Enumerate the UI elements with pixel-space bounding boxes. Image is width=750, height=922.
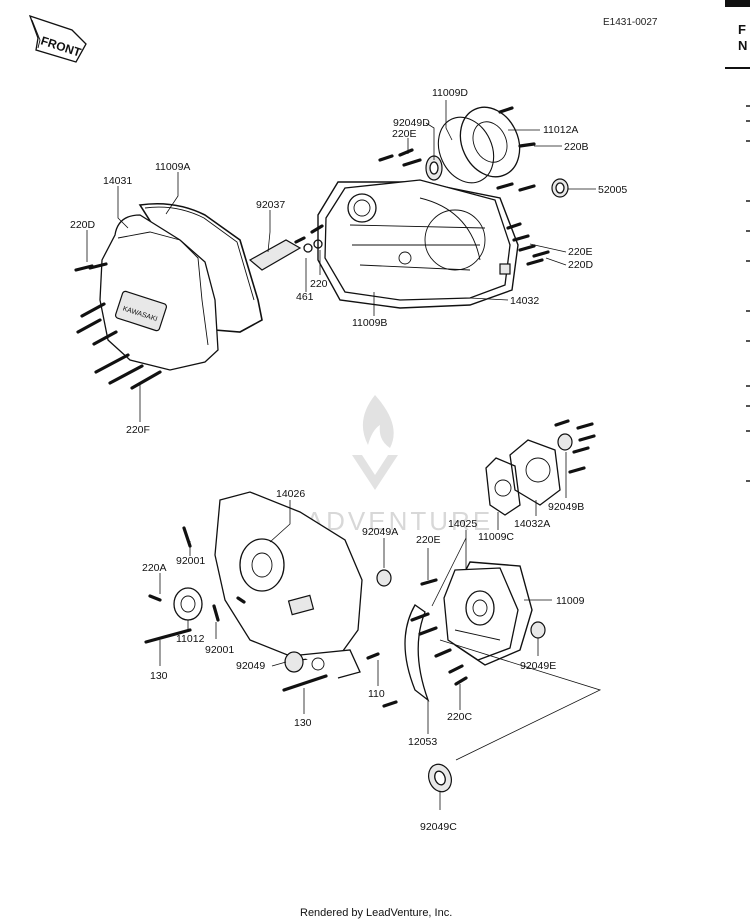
callout-92049B: 92049B [548, 501, 584, 513]
callout-220-mid: 220 [310, 278, 328, 290]
callout-461: 461 [296, 291, 314, 303]
callout-220E-right: 220E [568, 246, 593, 258]
gasket-11009C [485, 457, 521, 516]
seal-92049 [284, 651, 304, 673]
callout-130-left: 130 [150, 670, 168, 682]
svg-text:F: F [738, 22, 746, 37]
inspection-cover-11012A [437, 106, 521, 184]
callout-52005: 52005 [598, 184, 627, 196]
bolts-220B [496, 142, 536, 192]
callout-92049D: 92049D [393, 117, 430, 129]
small-cover-14032A [509, 439, 561, 506]
callout-11009B: 11009B [352, 317, 387, 329]
bolts-220D-left [74, 262, 108, 272]
callout-220D-left: 220D [70, 219, 96, 231]
generator-cover-gasket [138, 202, 263, 333]
svg-text:N: N [738, 38, 747, 53]
callout-11012A: 11012A [543, 124, 578, 136]
callout-220C: 220C [447, 711, 473, 723]
plate-92037 [248, 239, 302, 271]
bolts-220F [76, 302, 162, 390]
callout-220D-right: 220D [568, 259, 594, 271]
callout-14025: 14025 [448, 518, 477, 530]
clutch-cover-gasket [317, 181, 519, 309]
footer-credit: Rendered by LeadVenture, Inc. [300, 907, 452, 919]
callout-220B: 220B [564, 141, 589, 153]
bolts-small-cover [554, 419, 596, 474]
clutch-cover [324, 179, 511, 301]
bolts-lower-right [366, 578, 468, 708]
callout-220A: 220A [142, 562, 167, 574]
bolts-220-461 [294, 224, 324, 253]
bolts-220E-top [378, 106, 514, 167]
cap-11012 [173, 587, 203, 621]
callout-14031: 14031 [103, 175, 132, 187]
callout-110: 110 [368, 688, 385, 700]
generator-cover: KAWASAKI [99, 214, 219, 371]
callout-14032A: 14032A [514, 518, 550, 530]
page-edge-column: F N [725, 0, 750, 482]
callout-11009: 11009 [556, 595, 585, 607]
callout-14026: 14026 [276, 488, 305, 500]
seal-92049E [530, 621, 546, 639]
seal-92049C [428, 763, 452, 793]
callout-11009A: 11009A [155, 161, 190, 173]
callout-92049E: 92049E [520, 660, 556, 672]
alternator-cover-14026 [214, 491, 363, 679]
callout-92049C: 92049C [420, 821, 457, 833]
diagram-id: E1431-0027 [603, 17, 658, 28]
callout-12053: 12053 [408, 736, 437, 748]
callout-220E-low: 220E [416, 534, 441, 546]
callout-14032: 14032 [510, 295, 539, 307]
cover-14025 [443, 567, 519, 661]
front-arrow-badge: FRONT [28, 14, 87, 63]
seal-92049B [557, 433, 573, 451]
callout-220F: 220F [126, 424, 150, 436]
callout-11009D: 11009D [432, 87, 468, 99]
callout-92001-top: 92001 [176, 555, 205, 567]
bolts-lower-left [144, 526, 328, 692]
oil-seal-92049D [425, 155, 443, 181]
callout-130-bot: 130 [294, 717, 312, 729]
bolts-220E-220D-right [499, 222, 550, 275]
seal-92049A [376, 569, 392, 587]
leader-lines [86, 100, 602, 810]
callout-220E-top: 220E [392, 128, 417, 140]
callout-11012: 11012 [176, 633, 205, 645]
callout-11009C: 11009C [478, 531, 514, 543]
callout-92001-bot: 92001 [205, 644, 234, 656]
callout-92049: 92049 [236, 660, 265, 672]
callout-92049A: 92049A [362, 526, 398, 538]
plug-52005 [551, 178, 569, 198]
callout-labels: 11009D 92049D 220E 11012A 220B 52005 110… [70, 87, 627, 833]
callout-92037: 92037 [256, 199, 285, 211]
